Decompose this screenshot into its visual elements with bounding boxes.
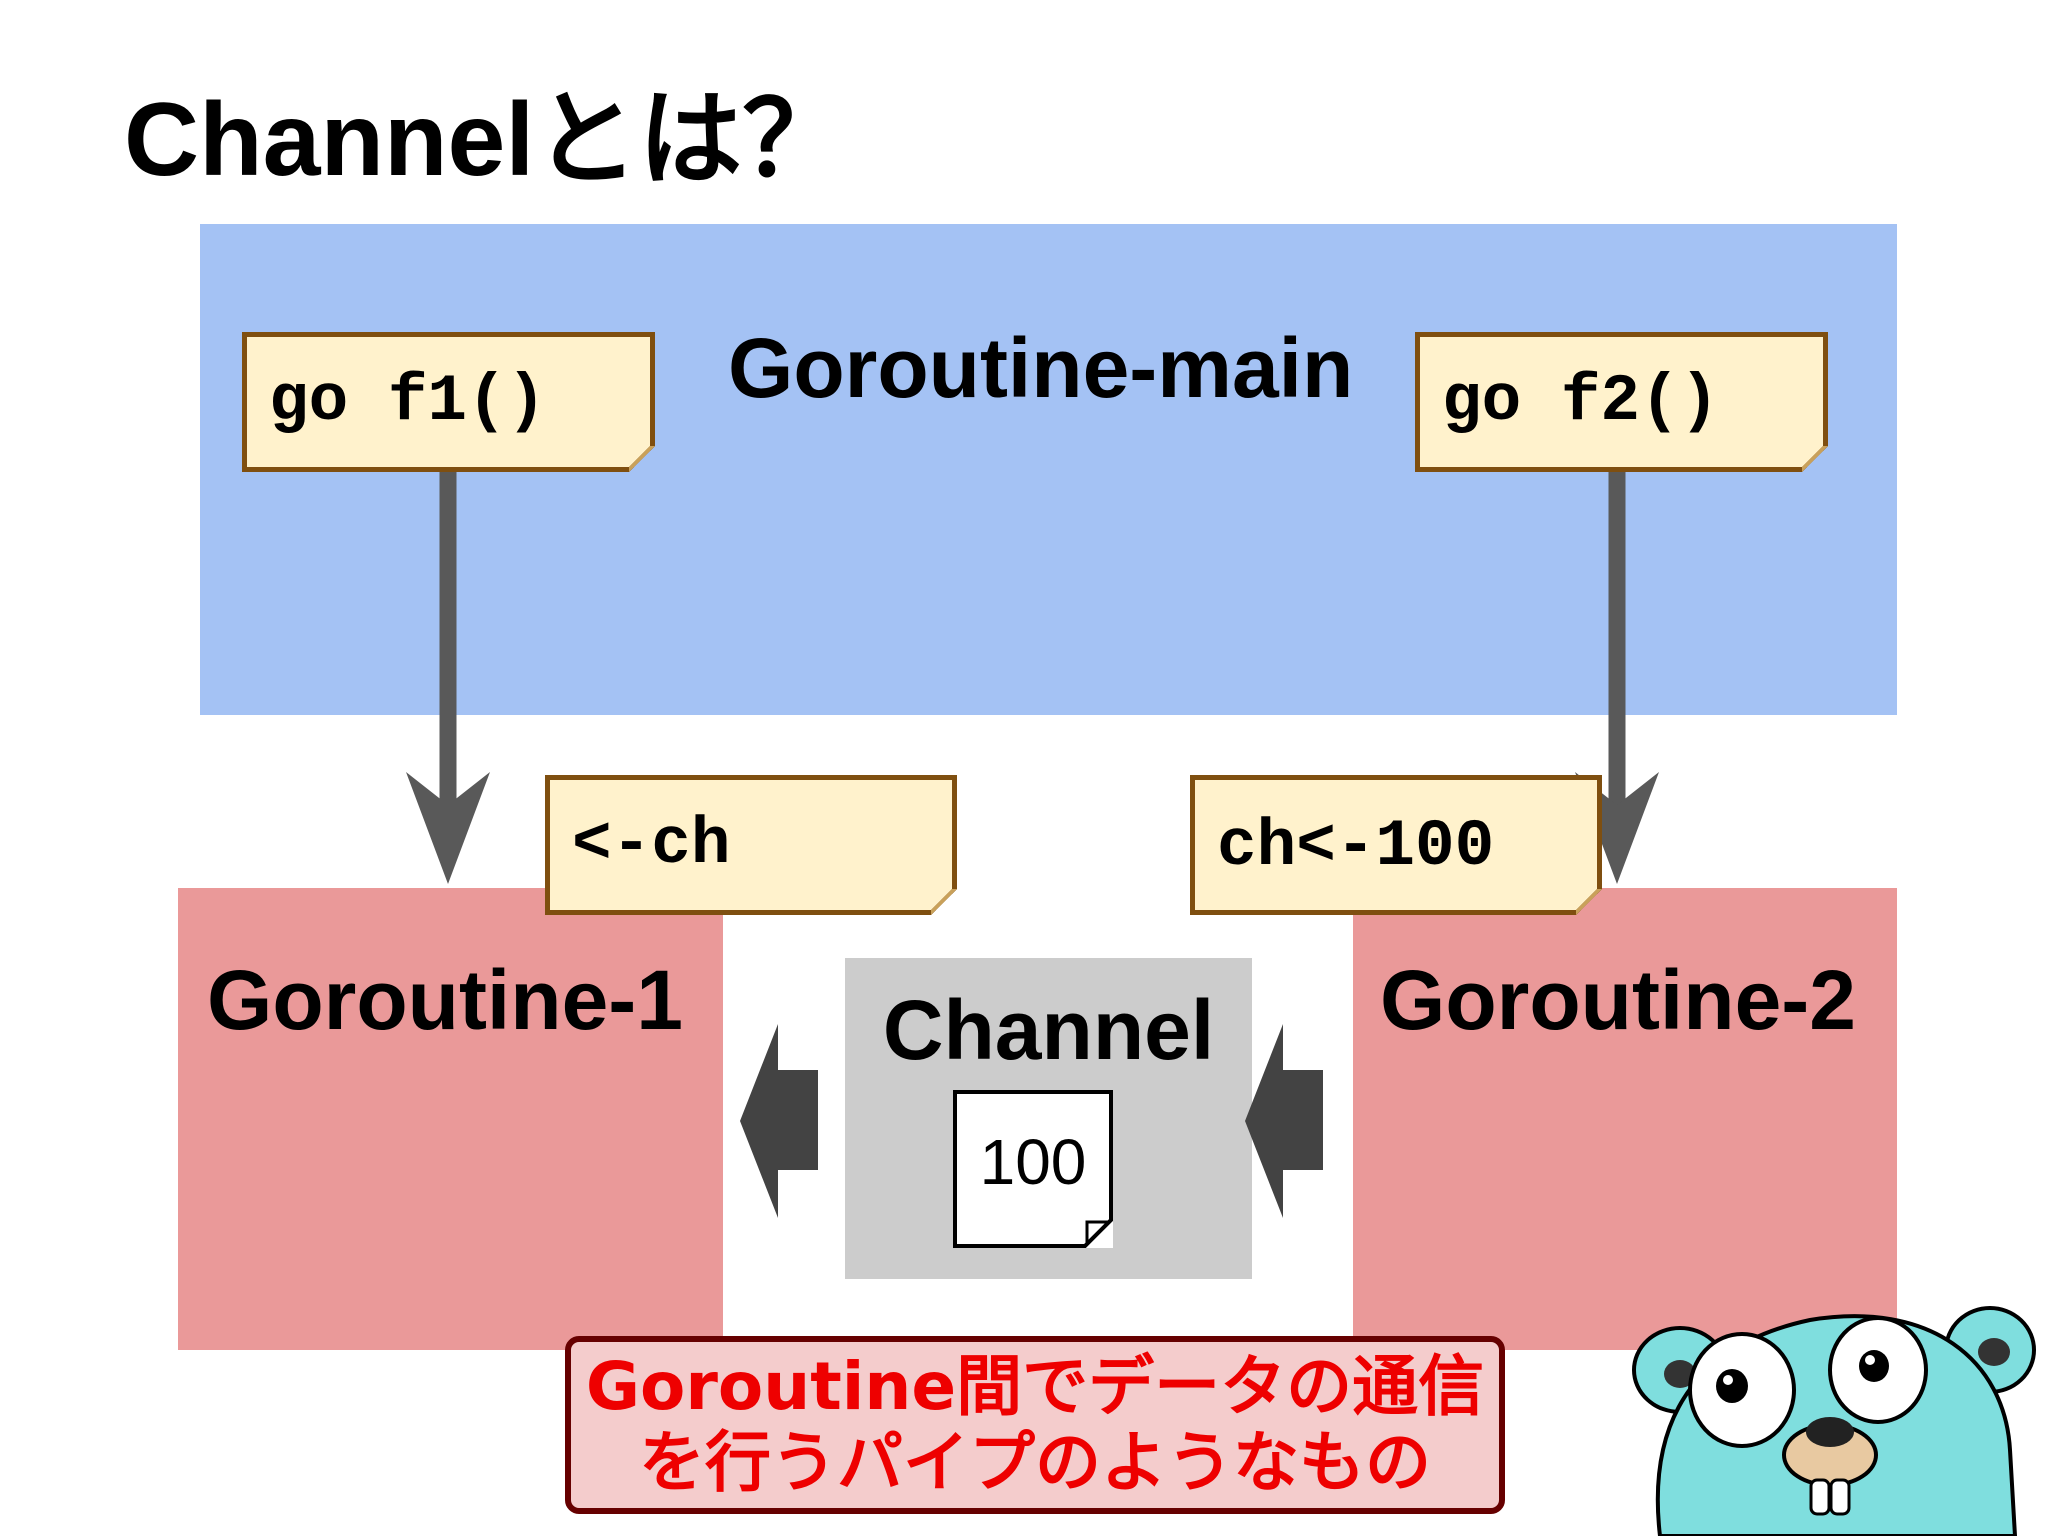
caption-line-1: Goroutine間でデータの通信 [585,1348,1485,1425]
goroutine-2-label: Goroutine-2 [1380,953,1856,1047]
caption-line-2: を行うパイプのようなもの [639,1424,1431,1501]
goroutine-2-region [1353,888,1897,1350]
note-go-f1-text: go f1() [269,364,547,439]
goroutine-1-label: Goroutine-1 [207,953,683,1047]
caption-box: Goroutine間でデータの通信 を行うパイプのようなもの [565,1336,1505,1514]
goroutine-main-label: Goroutine-main [728,321,1354,415]
note-send-text: ch<-100 [1217,809,1495,884]
note-send: ch<-100 [1190,775,1602,915]
note-go-f1: go f1() [242,332,655,472]
card-fold-icon [1083,1218,1113,1248]
note-receive-text: <-ch [572,807,731,882]
flow-arrow-goroutine2-to-channel [1245,1024,1323,1218]
note-go-f2: go f2() [1415,332,1828,472]
goroutine-1-region [178,888,723,1350]
note-go-f2-text: go f2() [1442,364,1720,439]
go-gopher-icon [1632,1306,2036,1536]
slide-title: Channelとは？ [124,82,847,198]
note-fold-icon [926,884,957,915]
channel-label: Channel [882,983,1215,1077]
flow-arrow-channel-to-goroutine1 [740,1024,818,1218]
note-receive: <-ch [545,775,957,915]
